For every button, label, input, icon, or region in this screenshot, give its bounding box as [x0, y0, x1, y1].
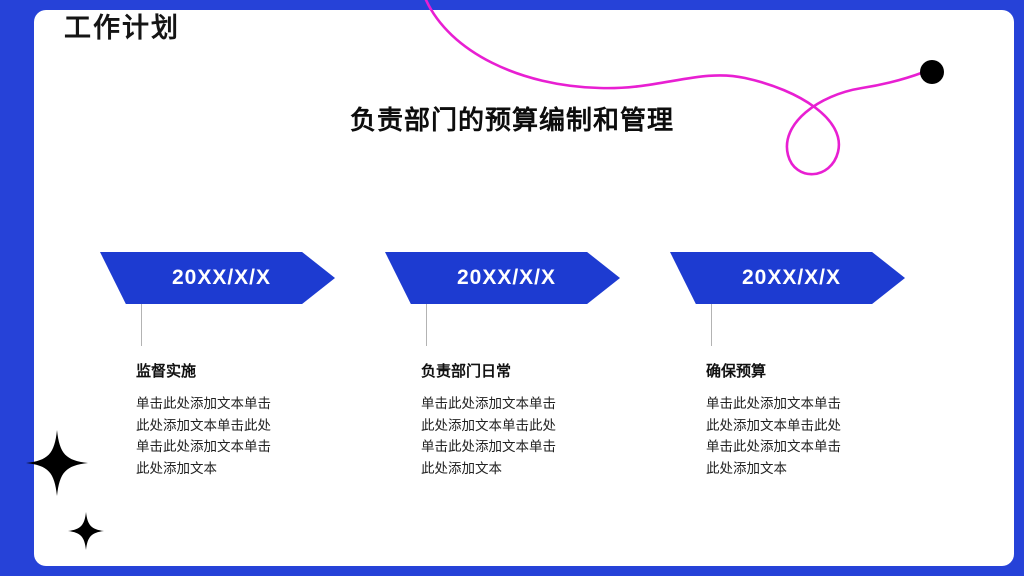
- body-line: 此处添加文本单击此处: [136, 417, 271, 433]
- body-line: 此处添加文本: [136, 460, 217, 476]
- timeline-column: 20XX/X/X 确保预算 单击此处添加文本单击 此处添加文本单击此处 单击此处…: [670, 252, 905, 479]
- date-label: 20XX/X/X: [456, 266, 557, 289]
- slide-title: 负责部门的预算编制和管理: [349, 105, 674, 135]
- date-label: 20XX/X/X: [741, 266, 842, 289]
- timeline-column: 20XX/X/X 监督实施 单击此处添加文本单击 此处添加文本单击此处 单击此处…: [100, 252, 335, 479]
- column-title: 确保预算: [706, 363, 767, 380]
- column-title: 监督实施: [136, 363, 197, 380]
- banner-connector-line: [426, 304, 427, 346]
- column-body: 单击此处添加文本单击 此处添加文本单击此处 单击此处添加文本单击 此处添加文本: [421, 393, 620, 479]
- body-line: 此处添加文本单击此处: [421, 417, 556, 433]
- column-body: 单击此处添加文本单击 此处添加文本单击此处 单击此处添加文本单击 此处添加文本: [706, 393, 905, 479]
- body-line: 单击此处添加文本单击: [136, 439, 271, 455]
- timeline-column: 20XX/X/X 负责部门日常 单击此处添加文本单击 此处添加文本单击此处 单击…: [385, 252, 620, 479]
- body-line: 此处添加文本单击此处: [706, 417, 841, 433]
- body-line: 此处添加文本: [421, 460, 502, 476]
- date-banner: 20XX/X/X: [670, 252, 905, 304]
- banner-connector-line: [141, 304, 142, 346]
- column-body: 单击此处添加文本单击 此处添加文本单击此处 单击此处添加文本单击 此处添加文本: [136, 393, 335, 479]
- body-line: 单击此处添加文本单击: [706, 396, 841, 411]
- body-line: 单击此处添加文本单击: [136, 396, 271, 411]
- body-line: 单击此处添加文本单击: [421, 396, 556, 411]
- date-label: 20XX/X/X: [171, 266, 272, 289]
- body-line: 单击此处添加文本单击: [706, 439, 841, 455]
- body-line: 此处添加文本: [706, 460, 787, 476]
- banner-connector-line: [711, 304, 712, 346]
- date-banner: 20XX/X/X: [385, 252, 620, 304]
- column-title: 负责部门日常: [421, 363, 512, 380]
- body-line: 单击此处添加文本单击: [421, 439, 556, 455]
- date-banner: 20XX/X/X: [100, 252, 335, 304]
- kicker-title: 工作计划: [64, 13, 180, 43]
